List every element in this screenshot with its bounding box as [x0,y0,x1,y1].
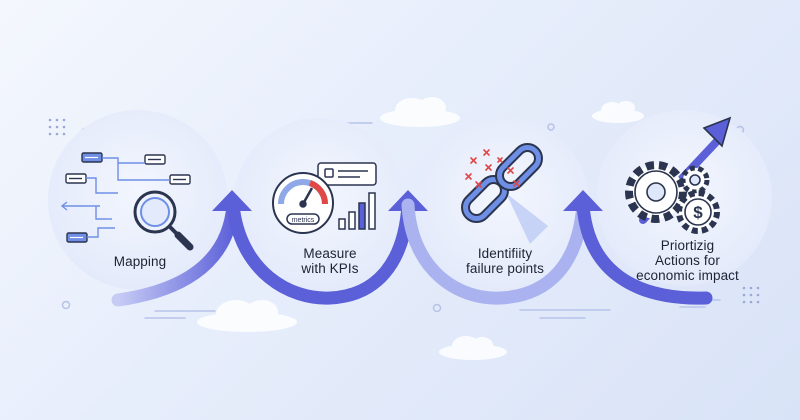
cloud-icon [197,97,644,360]
spotlight-beam [506,193,548,244]
flow-arc-2 [226,198,415,305]
dollar-gear-icon [676,190,720,234]
background-decor [48,97,760,360]
dot-grid-icon [48,118,760,304]
step-label-mapping: Mapping [113,254,167,269]
alert-cross-icon [465,149,520,188]
bar-chart-icon [338,192,376,230]
gears-dollar-arrow-icon [625,116,732,234]
gauge-caption: metrics [292,217,315,224]
step-circle-3 [416,118,590,292]
flow-arrows [111,190,713,307]
step-label-measure: Measure with KPIs [301,246,359,276]
gear-icon [680,165,710,195]
flow-arc-4 [576,198,713,305]
gauge-bar-chart-icon [272,162,377,234]
gear-icon [625,161,687,223]
step-label-prioritize: Priortizig Actions for economic impact [636,238,739,283]
step-label-identify: Identifiity failure points [466,246,544,276]
flow-arc-3 [401,198,590,305]
dollar-sign-icon: $ [693,203,703,222]
broken-chain-icon [461,143,548,244]
magnifier-flowchart-icon [60,152,194,251]
magnifier-icon [133,190,194,251]
flowchart-icon [60,152,191,243]
flow-arc-1 [111,198,240,307]
